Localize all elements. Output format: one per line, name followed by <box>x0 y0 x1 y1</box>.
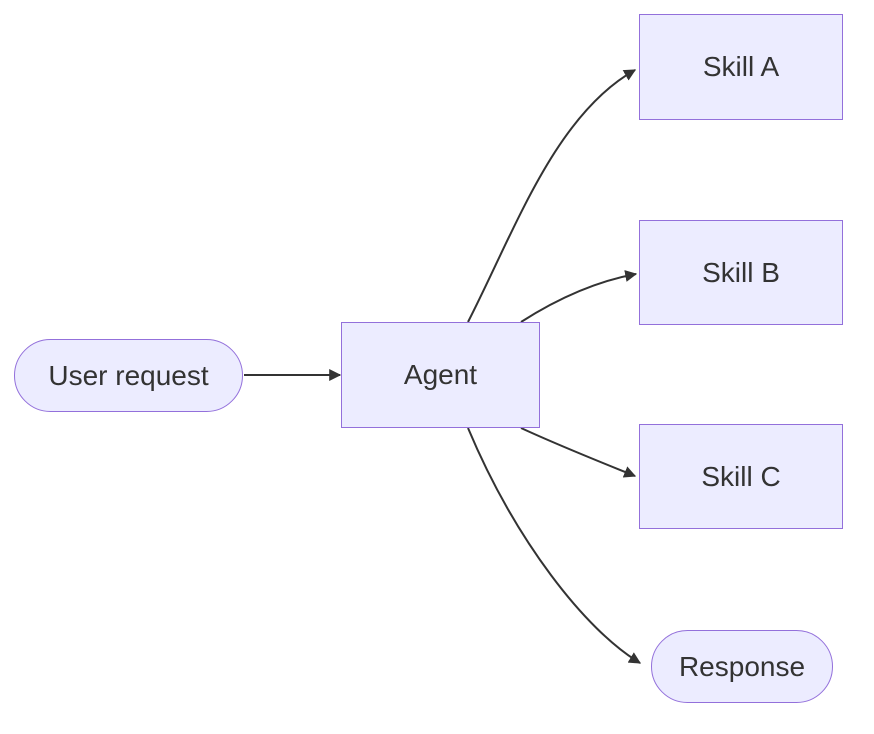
node-skill-a: Skill A <box>639 14 843 120</box>
edge-agent-to-skill-c <box>520 427 637 478</box>
node-response: Response <box>651 630 833 703</box>
node-skill-b-label: Skill B <box>702 256 780 288</box>
node-user-request-label: User request <box>48 359 209 391</box>
edge-agent-to-skill-a <box>467 69 637 323</box>
node-skill-a-label: Skill A <box>702 51 780 82</box>
node-skill-c-label: Skill C <box>701 460 781 492</box>
node-response-label: Response <box>678 650 806 682</box>
node-skill-c: Skill C <box>639 424 843 529</box>
node-agent: Agent <box>341 322 540 428</box>
node-agent-label: Agent <box>403 359 478 390</box>
node-user-request: User request <box>14 339 243 412</box>
node-skill-b: Skill B <box>639 220 843 325</box>
edge-agent-to-response <box>467 427 642 664</box>
edge-agent-to-skill-b <box>520 270 638 323</box>
